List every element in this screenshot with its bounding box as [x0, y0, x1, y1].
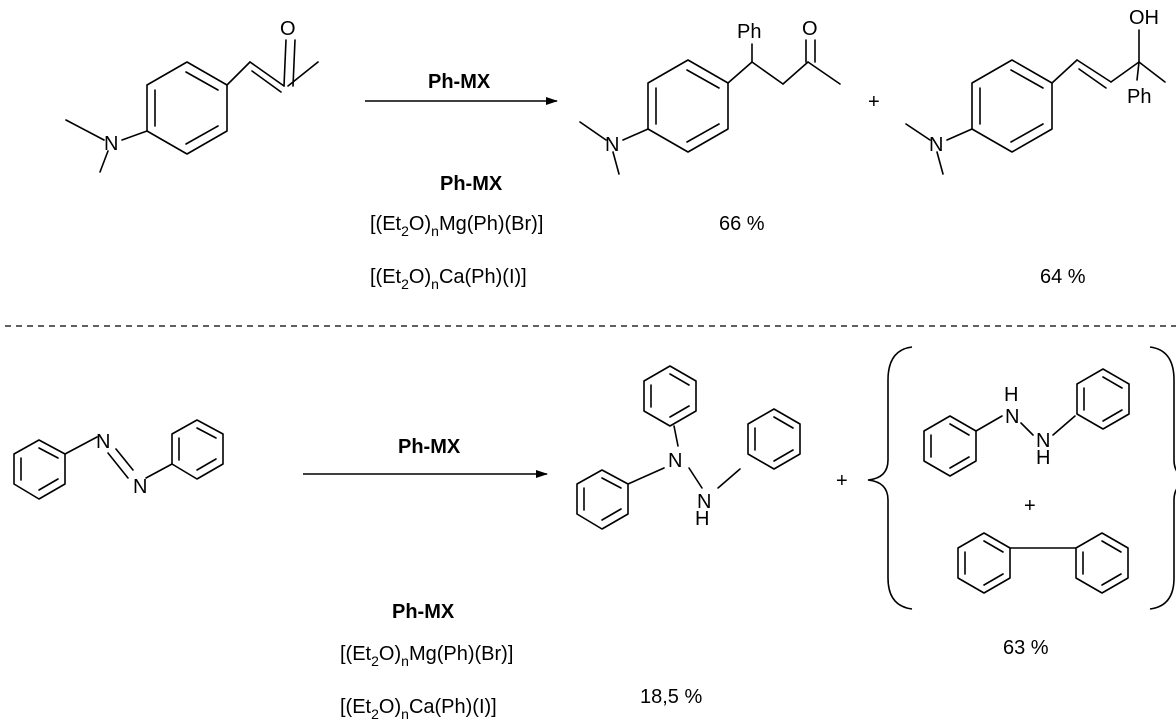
atom-n: N	[133, 476, 147, 498]
product-hydrazobenzene: H N N H	[923, 368, 1130, 477]
yield-value: 66 %	[719, 213, 765, 235]
reagent-formula: [(Et2O)nMg(Ph)(Br)]	[340, 643, 513, 669]
atom-n: N	[104, 133, 118, 155]
atom-n: N	[668, 450, 682, 472]
product-triphenylhydrazine: N N H	[576, 365, 801, 530]
yield-value: 64 %	[1040, 266, 1086, 288]
plus-sign-inner: +	[1024, 495, 1036, 517]
reagent-label-2: Ph-MX	[398, 436, 461, 458]
atom-ph: Ph	[1127, 86, 1151, 108]
starting-material-azobenzene: N N	[13, 419, 224, 500]
starting-material-enone: O N	[65, 18, 319, 173]
atom-n: N	[929, 134, 943, 156]
atom-ph: Ph	[737, 21, 761, 43]
conditions-table-1: Ph-MX [(Et2O)nMg(Ph)(Br)] 66 % [(Et2O)nC…	[370, 173, 1086, 292]
left-brace	[867, 346, 913, 610]
plus-sign-1: +	[868, 91, 880, 113]
conditions-table-2: Ph-MX [(Et2O)nMg(Ph)(Br)] 63 % [(Et2O)nC…	[340, 601, 1049, 720]
reagent-formula: [(Et2O)nCa(Ph)(I)]	[340, 696, 497, 720]
atom-h: H	[695, 508, 709, 530]
atom-o: O	[802, 18, 818, 40]
plus-sign-2: +	[836, 470, 848, 492]
product-conjugate-addition: Ph O N	[579, 18, 841, 175]
right-brace	[1149, 346, 1176, 610]
atom-o: O	[280, 18, 296, 40]
atom-n: N	[605, 134, 619, 156]
table-header: Ph-MX	[440, 173, 503, 195]
table-row: [(Et2O)nMg(Ph)(Br)] 66 %	[370, 213, 765, 239]
table-row: [(Et2O)nMg(Ph)(Br)] 63 %	[340, 637, 1049, 669]
table-row: [(Et2O)nCa(Ph)(I)] 18,5 %	[340, 686, 702, 720]
reagent-label-1: Ph-MX	[428, 71, 491, 93]
atom-oh: OH	[1129, 7, 1159, 29]
atom-n: N	[96, 431, 110, 453]
reagent-formula: [(Et2O)nCa(Ph)(I)]	[370, 266, 527, 292]
yield-value: 18,5 %	[640, 686, 702, 708]
table-header: Ph-MX	[392, 601, 455, 623]
atom-h: H	[1036, 447, 1050, 469]
atom-nh: N	[697, 491, 711, 513]
reaction-1: O N Ph-MX Ph	[65, 7, 1166, 292]
product-allylic-alcohol: OH Ph N	[905, 7, 1166, 175]
product-biphenyl	[957, 532, 1129, 594]
atom-n: N	[1036, 430, 1050, 452]
yield-value: 63 %	[1003, 637, 1049, 659]
reaction-2: N N Ph-MX	[13, 346, 1176, 720]
atom-n: N	[1005, 406, 1019, 428]
table-row: [(Et2O)nCa(Ph)(I)] 64 %	[370, 266, 1086, 292]
atom-h: H	[1004, 384, 1018, 406]
reagent-formula: [(Et2O)nMg(Ph)(Br)]	[370, 213, 543, 239]
